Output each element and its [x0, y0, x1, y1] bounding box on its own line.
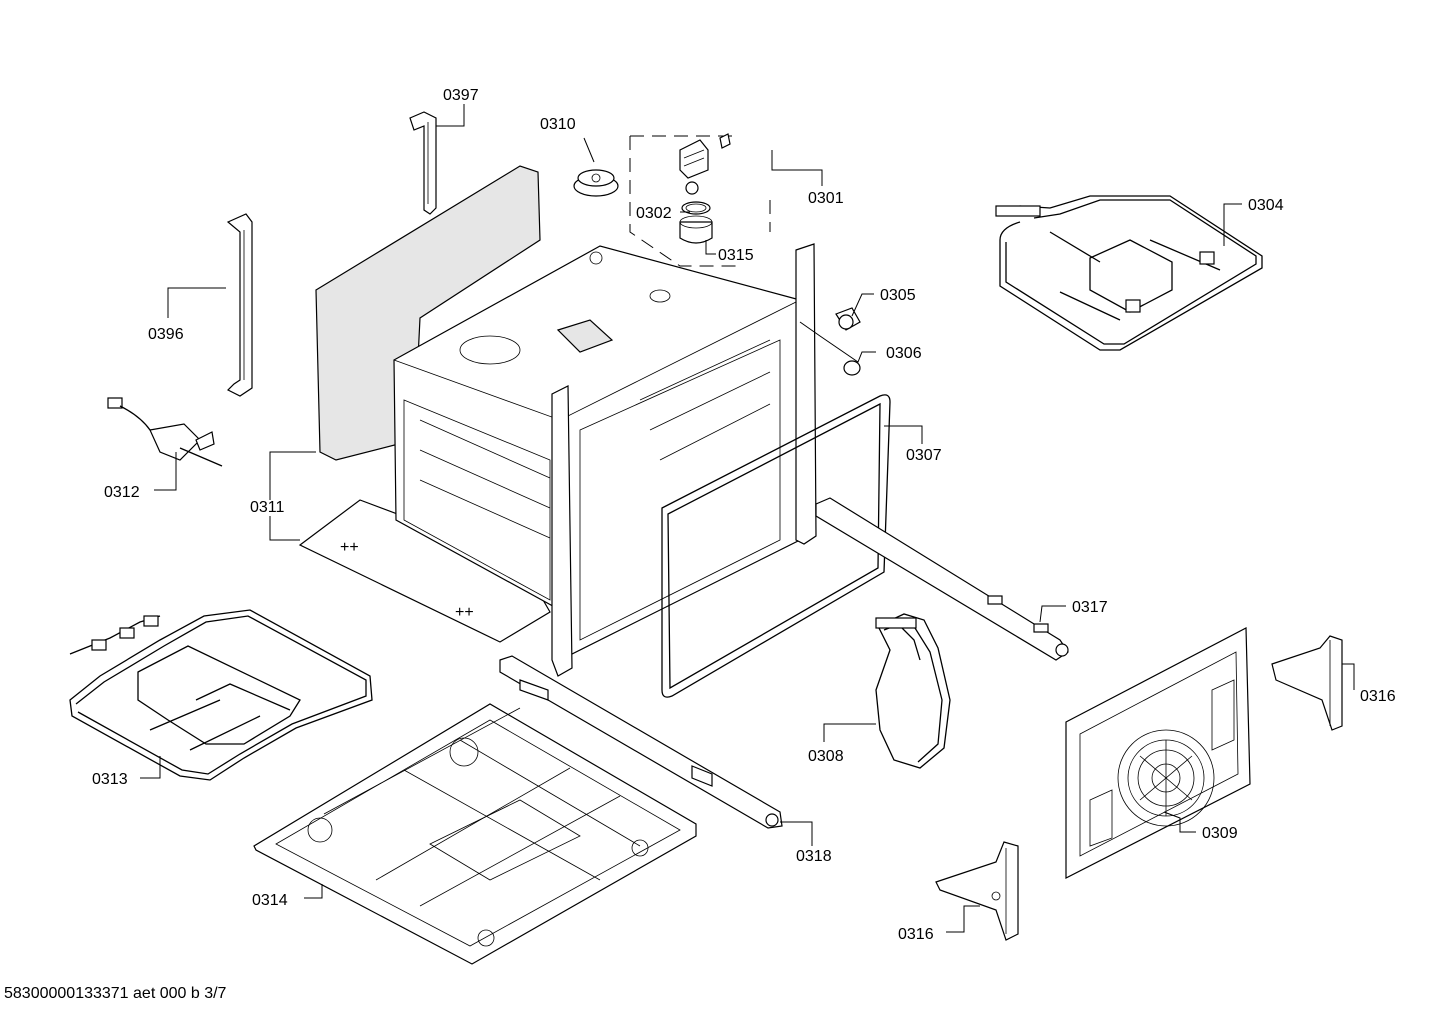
part-0314-base-frame [253, 703, 697, 965]
label-0314: 0314 [252, 892, 288, 909]
part-0310-fitting [573, 169, 619, 197]
label-0307: 0307 [906, 447, 942, 464]
part-0313-heating-element [69, 609, 373, 781]
part-0307-door-seal [661, 394, 891, 698]
part-0309-fan-panel [1065, 627, 1251, 879]
label-0306: 0306 [886, 345, 922, 362]
label-0316-right: 0316 [1360, 688, 1396, 705]
label-0305: 0305 [880, 287, 916, 304]
label-0308: 0308 [808, 748, 844, 765]
label-0396: 0396 [148, 326, 184, 343]
label-0311: 0311 [250, 499, 285, 516]
label-0302: 0302 [636, 205, 672, 222]
part-0397-bracket [409, 111, 437, 215]
part-0396-bracket [226, 213, 253, 397]
label-0313: 0313 [92, 771, 128, 788]
part-0305-component [835, 307, 861, 331]
svg-text:++: ++ [455, 604, 474, 621]
label-0304: 0304 [1248, 197, 1284, 214]
label-0317: 0317 [1072, 599, 1108, 616]
part-0316-bracket-bottom [935, 841, 1019, 941]
part-oven-cavity [393, 243, 817, 677]
part-0308-ring-heater [875, 613, 951, 769]
part-0317-rail [815, 497, 1069, 661]
label-0312: 0312 [104, 484, 140, 501]
part-0304-heating-element [995, 195, 1263, 351]
label-0309: 0309 [1202, 825, 1238, 842]
part-labels: 0397 0310 0301 0302 0315 0304 0396 0305 … [92, 87, 1396, 943]
svg-text:++: ++ [340, 539, 359, 556]
part-0306-cap [843, 360, 861, 376]
label-0315: 0315 [718, 247, 754, 264]
label-0301: 0301 [808, 190, 844, 207]
label-0397: 0397 [443, 87, 479, 104]
part-0312-sensor [107, 397, 223, 467]
part-0318-rail [499, 655, 783, 829]
document-id-footer: 58300000133371 aet 000 b 3/7 [4, 985, 227, 1002]
part-0301-lamp-group [629, 133, 771, 267]
label-0310: 0310 [540, 116, 576, 133]
label-0316-bottom: 0316 [898, 926, 934, 943]
leader-lines [140, 104, 1355, 933]
label-0318: 0318 [796, 848, 832, 865]
part-0316-bracket-right [1271, 635, 1343, 731]
